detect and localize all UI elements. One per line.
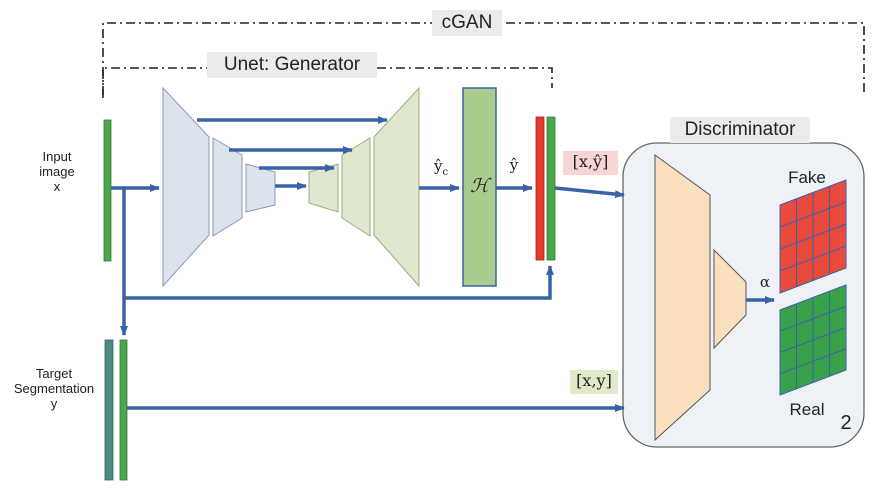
encoder-block-3 — [245, 163, 276, 213]
pair-real-bg — [570, 370, 618, 394]
target-label-line1: Target — [35, 366, 73, 381]
yc-hat-symbol: ŷ — [433, 157, 443, 175]
branch-to-output-line — [124, 265, 554, 300]
discriminator-block-2 — [713, 248, 747, 350]
h-operator-box — [462, 87, 497, 287]
target-segmentation-bar — [104, 339, 114, 481]
prediction-red-bar — [535, 116, 545, 261]
decoder-block-1 — [308, 163, 339, 213]
decoder-block-3 — [373, 86, 420, 288]
h-operator-label: ℋ — [470, 175, 489, 197]
encoder-block-2 — [212, 137, 243, 237]
arrow-fake-pair-to-discriminator — [554, 186, 625, 199]
yc-hat-label: ŷc — [428, 157, 454, 179]
real-label: Real — [789, 400, 825, 419]
prediction-green-bar — [546, 116, 556, 261]
decoder-block-2 — [341, 137, 371, 237]
input-label-line1: Input — [42, 149, 72, 164]
y-hat-label: ŷ — [509, 156, 519, 174]
figure-number: 2 — [840, 412, 852, 434]
cgan-title: cGAN — [441, 12, 493, 33]
discriminator-label-bg — [670, 117, 810, 143]
generator-label-bg — [207, 52, 377, 78]
target-label: Target Segmentation y — [2, 366, 106, 412]
input-label-line3: x — [53, 178, 61, 194]
arrows — [111, 116, 775, 412]
input-label-line2: image — [39, 163, 75, 179]
cgan-label-bg — [432, 10, 502, 36]
encoder-block-1 — [162, 86, 210, 288]
real-grid — [779, 284, 847, 396]
pair-fake-label: [x,ŷ] — [572, 152, 609, 171]
generator-title: Unet: Generator — [223, 54, 361, 75]
pair-fake-bg — [563, 151, 618, 175]
input-label: Input image x — [22, 149, 92, 195]
discriminator-title: Discriminator — [684, 119, 796, 140]
alpha-label: α — [759, 273, 771, 291]
input-image-bar — [103, 119, 112, 262]
discriminator-block-1 — [654, 154, 711, 442]
input-copy-bar — [119, 339, 128, 481]
fake-label: Fake — [788, 168, 826, 187]
pair-real-label: [x,y] — [576, 371, 612, 390]
target-label-line3: y — [50, 395, 58, 411]
fake-grid — [779, 179, 847, 294]
yc-subscript: c — [442, 167, 449, 178]
target-label-line2: Segmentation — [13, 380, 95, 396]
